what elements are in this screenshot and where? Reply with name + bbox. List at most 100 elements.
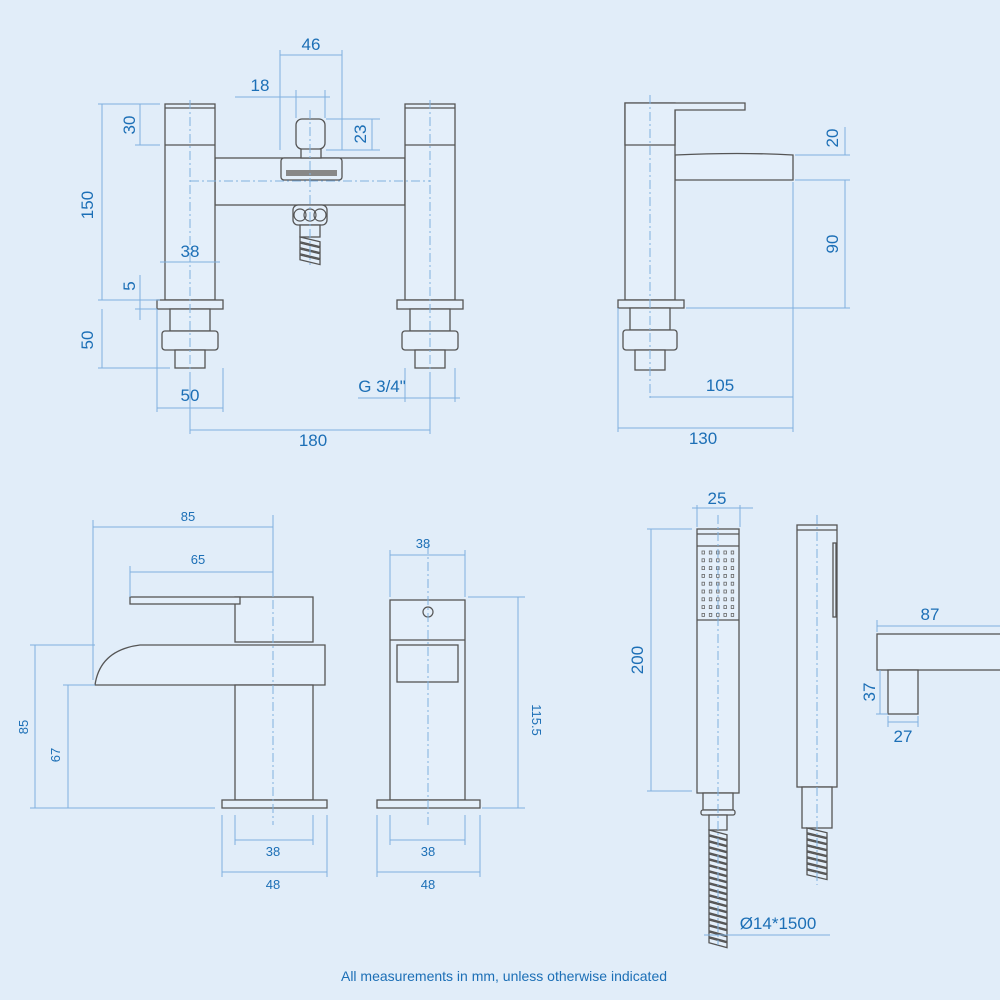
nozzle-dot [730, 581, 735, 586]
nozzle-dot [730, 558, 735, 563]
dim-46-line [279, 50, 343, 150]
dim-38-base-line [389, 815, 466, 845]
nozzle-dot [701, 605, 705, 609]
dim-20-line [795, 127, 850, 181]
dim-25-label: 25 [708, 489, 727, 508]
hand-shower-front-view: 25 200 Ø14*1500 [628, 489, 830, 949]
dim-50-height-line [98, 309, 170, 369]
dim-90-label: 90 [823, 235, 842, 254]
dim-5-line [135, 275, 157, 320]
dim-90-line [686, 180, 850, 309]
diverter-mesh [286, 170, 337, 176]
thread-dim-line [358, 368, 460, 402]
dim-23-label: 23 [351, 125, 370, 144]
nozzle-dot [708, 581, 713, 586]
dim-150-line [98, 103, 160, 301]
dim-180-label: 180 [299, 431, 327, 450]
dim-38-top-label: 38 [416, 536, 430, 551]
dim-5-label: 5 [120, 281, 139, 290]
dim-115-5-label: 115.5 [529, 704, 544, 736]
nozzle-dot [701, 574, 705, 578]
dim-38-top-line [389, 550, 466, 597]
basin-tap-side-view: 20 90 105 130 [617, 95, 850, 448]
base-plate [617, 299, 685, 309]
dim-37-line [876, 670, 888, 715]
dim-23-line [326, 118, 380, 151]
footer-note: All measurements in mm, unless otherwise… [341, 968, 667, 984]
dim-38-label: 38 [181, 242, 200, 261]
nozzle-dot [723, 581, 727, 586]
dim-87-line [876, 620, 1000, 632]
nozzle-dot [730, 589, 735, 594]
hose-coil [708, 883, 728, 895]
connector-ring [313, 208, 327, 222]
bath-filler-front-view: 46 18 23 150 30 5 50 38 50 180 G 3/4" [78, 35, 464, 450]
hose-coil [708, 865, 728, 877]
dim-37-label: 37 [860, 683, 879, 702]
nozzle-dot [708, 605, 713, 609]
side-hose-spiral [806, 827, 828, 881]
nozzle-dot [701, 566, 705, 570]
dim-38-line [234, 815, 314, 845]
hose-dim-label: Ø14*1500 [740, 914, 817, 933]
wall-bracket: 87 37 27 [860, 605, 1000, 746]
nozzle-dot [701, 613, 705, 617]
mixer-lever [129, 596, 241, 605]
connector-ring [293, 208, 307, 222]
hose-coil [708, 859, 728, 871]
nozzle-dot [730, 613, 735, 617]
dim-200-label: 200 [628, 646, 647, 674]
dim-105-label: 105 [706, 376, 734, 395]
dim-85-height-label: 85 [16, 720, 31, 734]
nozzle-dot [701, 550, 705, 555]
dim-46-label: 46 [302, 35, 321, 54]
dim-48-label: 48 [421, 877, 435, 892]
dim-130-label: 130 [689, 429, 717, 448]
dim-65-line [129, 566, 273, 597]
nozzle-dot [701, 589, 705, 594]
nozzle-dot [708, 558, 713, 563]
hose-coil [708, 847, 728, 859]
dim-18-label: 18 [251, 76, 270, 95]
nozzle-dot [708, 566, 713, 570]
mixer-base [221, 799, 328, 809]
nozzle-dot [701, 558, 705, 563]
nozzle-dot [708, 589, 713, 594]
bracket-arm [876, 633, 1000, 671]
dim-18-line [235, 90, 330, 118]
hose-coil [708, 877, 728, 889]
hose-coil [806, 827, 828, 839]
nozzle-dot [701, 581, 705, 586]
dim-85-height-line [30, 644, 215, 809]
side-button [832, 542, 837, 618]
spout [674, 152, 794, 181]
thread-label: G 3/4" [358, 377, 406, 396]
hand-shower-side-view [796, 515, 838, 885]
dim-38-label: 38 [266, 844, 280, 859]
dim-50-height-label: 50 [78, 331, 97, 350]
dim-48-line [376, 815, 481, 877]
dim-180-line [189, 375, 431, 434]
dim-48-line [221, 815, 328, 877]
dim-20-label: 20 [823, 129, 842, 148]
dim-48-label: 48 [266, 877, 280, 892]
nozzle-dot [723, 605, 727, 609]
dim-30-label: 30 [120, 116, 139, 135]
dim-27-label: 27 [894, 727, 913, 746]
dim-200-line [647, 528, 692, 792]
basin-mixer-side-view: 85 65 85 67 38 48 [16, 509, 328, 892]
nozzle-dot [730, 566, 735, 570]
hose-coil [708, 895, 728, 907]
nozzle-dot [730, 597, 735, 602]
dim-30-line [135, 104, 160, 146]
mixer-body [234, 684, 314, 801]
dim-67-line [63, 684, 95, 808]
nozzle-dot [723, 597, 727, 602]
dim-105-130-lines [617, 182, 794, 432]
mixer-head [234, 596, 314, 643]
dim-67-label: 67 [48, 748, 63, 762]
nozzle-dot [723, 574, 727, 578]
waterfall-spout [94, 644, 326, 686]
